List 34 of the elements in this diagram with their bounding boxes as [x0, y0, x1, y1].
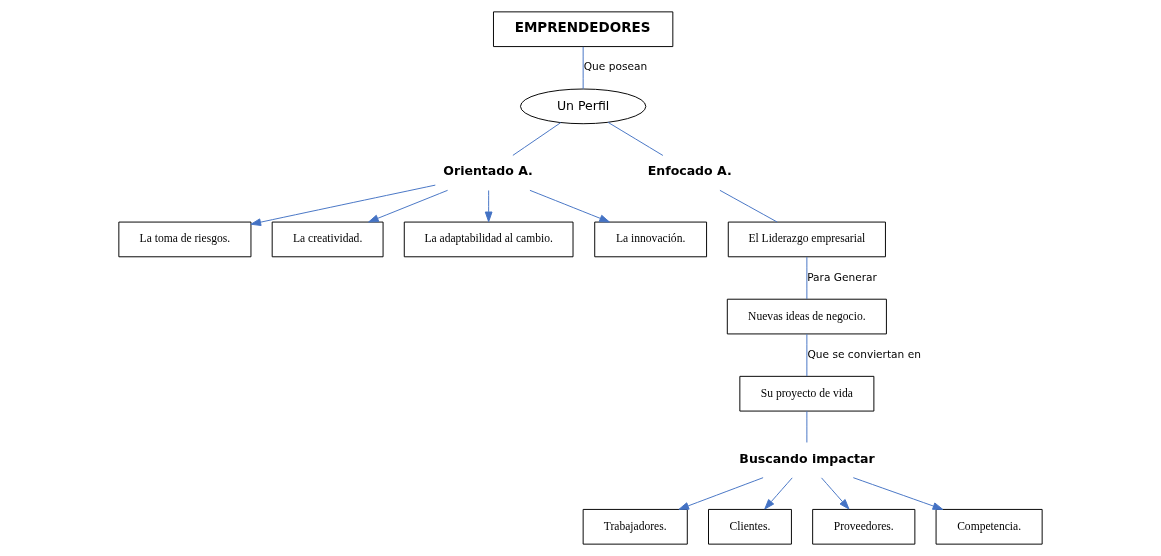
connector — [806, 410, 808, 443]
node-box: La creatividad. — [271, 221, 384, 258]
arrow — [678, 477, 764, 510]
arrow — [484, 190, 493, 223]
node-box: La adaptabilidad al cambio. — [403, 221, 574, 258]
arrow — [368, 189, 449, 223]
node-box: Competencia. — [935, 508, 1043, 545]
connector — [607, 121, 664, 156]
arrow — [852, 477, 944, 510]
node-box: La innovación. — [594, 221, 708, 258]
node-text: Enfocado A. — [647, 163, 732, 179]
node-text: Orientado A. — [443, 163, 533, 179]
connector — [719, 189, 778, 223]
node-box: Nuevas ideas de negocio. — [726, 298, 887, 335]
edge-label: Para Generar — [807, 270, 877, 283]
node-box: El Liderazgo empresarial — [727, 221, 886, 258]
node-box: Clientes. — [708, 508, 792, 545]
connector — [806, 256, 808, 300]
edge-label: Que posean — [583, 60, 648, 73]
arrow — [250, 184, 436, 226]
connector — [512, 122, 562, 156]
connector — [582, 46, 584, 90]
node-box: Trabajadores. — [582, 508, 688, 545]
node-box: EMPRENDEDORES — [493, 11, 674, 48]
node-ellipse: Un Perfil — [520, 88, 647, 125]
node-box: La toma de riesgos. — [118, 221, 252, 258]
node-text: Buscando impactar — [739, 450, 875, 466]
arrow — [821, 477, 850, 510]
node-box: Su proyecto de vida — [739, 375, 875, 412]
connector — [806, 333, 808, 377]
node-box: Proveedores. — [812, 508, 916, 545]
edge-label: Que se conviertan en — [807, 347, 921, 360]
arrow — [764, 477, 793, 510]
arrow — [529, 189, 610, 223]
